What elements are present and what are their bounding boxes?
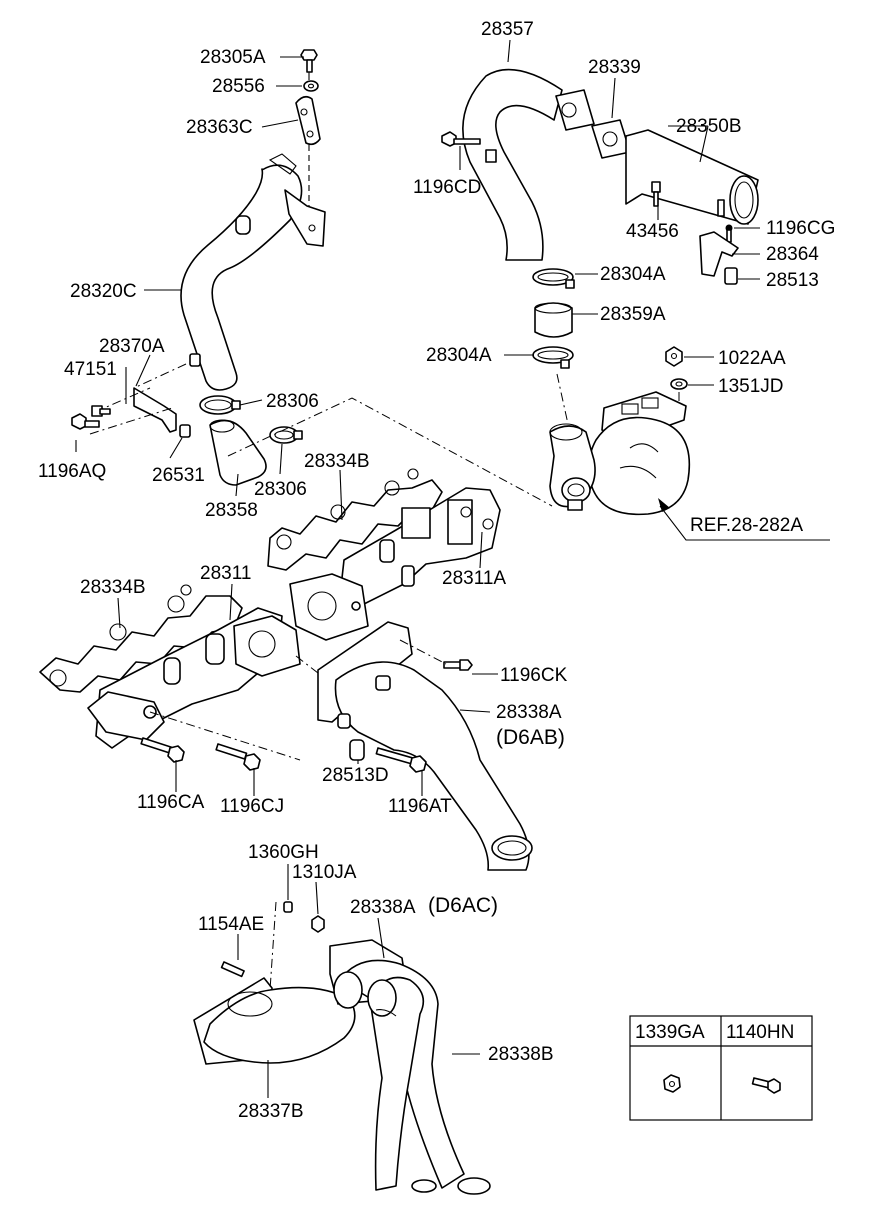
label-28304a-upper: 28304A: [600, 264, 666, 285]
pipe-28337b-group: [193, 901, 356, 1065]
nut-1360gh-icon: [283, 901, 293, 913]
washer-28556-icon: [303, 80, 319, 92]
gasket-28334b-lower-icon: [39, 595, 243, 693]
pipe-28338a-d6ab-icon: [334, 661, 530, 871]
bolt-28305a-icon: [300, 49, 318, 73]
hardware-table: 1339GA 1140HN: [629, 1015, 813, 1121]
label-28338b: 28338B: [488, 1044, 554, 1065]
label-28311a: 28311A: [442, 568, 506, 589]
label-1196ca: 1196CA: [137, 792, 205, 813]
label-28337b: 28337B: [238, 1101, 304, 1122]
clamp-28304a-lower-icon: [532, 346, 574, 369]
gasket-28339-icon: [591, 119, 631, 159]
clamp-28304a-upper-icon: [532, 268, 575, 289]
label-ref-28-282a: REF.28-282A: [690, 515, 803, 536]
bolt-1196ca-icon: [140, 737, 185, 763]
label-28311: 28311: [200, 563, 251, 584]
sleeve-28359a-icon: [534, 302, 573, 338]
label-28363c: 28363C: [186, 117, 253, 138]
pipe-28320c-group: [180, 49, 326, 391]
label-1196at: 1196AT: [388, 796, 452, 817]
nut-1339ga-icon: [663, 1074, 681, 1093]
part-labels: 28305A 28556 28363C 28320C 28370A 47151 …: [38, 19, 835, 1122]
washer-1351jd-icon: [670, 378, 688, 390]
bracket-28370a-group: [71, 363, 191, 438]
spacer-28513d-icon: [349, 739, 365, 761]
label-28334b-upper: 28334B: [304, 451, 370, 472]
label-28306-upper: 28306: [266, 391, 319, 412]
bracket-28363c-icon: [295, 95, 321, 146]
label-1196cj: 1196CJ: [220, 796, 284, 817]
clamp-28306-upper-icon: [199, 395, 241, 415]
spacer-28513-icon: [724, 267, 738, 285]
label-28359a: 28359A: [600, 304, 666, 325]
pipe-28357-group: [441, 68, 759, 285]
pipe-28337b-icon: [203, 986, 356, 1064]
label-28305a: 28305A: [200, 47, 266, 68]
label-28306-lower: 28306: [254, 479, 307, 500]
stud-1154ae-icon: [220, 961, 245, 978]
hose-28358-group: [199, 395, 303, 486]
label-1360gh: 1360GH: [248, 842, 319, 863]
label-43456: 43456: [626, 221, 679, 242]
label-26531: 26531: [152, 465, 205, 486]
bracket-28370a-icon: [133, 387, 177, 433]
table-header-1140hn: 1140HN: [726, 1022, 794, 1043]
pipe-28350b-icon: [625, 129, 759, 225]
label-28338a: 28338A: [496, 702, 562, 723]
label-28513: 28513: [766, 270, 819, 291]
pipe-28338b-group: [329, 939, 491, 1195]
label-28304a-lower: 28304A: [426, 345, 492, 366]
label-1196cd: 1196CD: [413, 177, 481, 198]
label-d6ac: (D6AC): [428, 894, 498, 917]
bracket-28364-icon: [699, 231, 739, 277]
bolt-1196aq-icon: [71, 413, 100, 430]
label-28358: 28358: [205, 500, 258, 521]
pipe-28357-icon: [462, 68, 563, 261]
bolt-1196ck-icon: [443, 659, 473, 671]
label-d6ab: (D6AB): [496, 726, 565, 749]
label-1022aa: 1022AA: [718, 348, 786, 369]
bolt-47151-icon: [91, 405, 111, 417]
label-28350b: 28350B: [676, 116, 742, 137]
bolt-1196cg-icon: [725, 224, 733, 243]
bolt-1196cj-icon: [215, 743, 261, 771]
label-1196aq: 1196AQ: [38, 461, 106, 482]
bolt-1196cd-icon: [441, 131, 481, 147]
label-28338a-d6ac: 28338A: [350, 897, 416, 918]
label-28370a: 28370A: [99, 336, 165, 357]
bolt-1196at-icon: [375, 747, 427, 773]
coupling-group: [532, 268, 575, 425]
label-28320c: 28320C: [70, 281, 137, 302]
label-1310ja: 1310JA: [292, 862, 357, 883]
table-header-1339ga: 1339GA: [635, 1022, 705, 1043]
clamp-28306-lower-icon: [269, 426, 303, 444]
label-1154ae: 1154AE: [198, 914, 264, 935]
label-28556: 28556: [212, 76, 265, 97]
label-28339: 28339: [588, 57, 641, 78]
label-1196cg: 1196CG: [766, 218, 835, 239]
bolt-43456-icon: [651, 181, 661, 207]
leader-lines: [75, 39, 760, 1098]
bolt-1140hn-icon: [751, 1077, 781, 1094]
gasket-28334b-upper-icon: [267, 479, 443, 571]
pipe-28338a-d6ab-group: [317, 621, 533, 871]
label-28334b-lower: 28334B: [80, 577, 146, 598]
nut-1022aa-icon: [665, 346, 683, 367]
label-47151: 47151: [64, 359, 117, 380]
turbocharger-icon: [549, 391, 691, 516]
nut-1310ja-icon: [311, 915, 325, 933]
label-1351jd: 1351JD: [718, 376, 784, 397]
label-28513d: 28513D: [322, 765, 389, 786]
label-28364: 28364: [766, 244, 819, 265]
label-28357: 28357: [481, 19, 534, 40]
reference-leader: [658, 498, 830, 541]
label-1196ck: 1196CK: [500, 665, 568, 686]
nut-26531-icon: [179, 424, 191, 438]
